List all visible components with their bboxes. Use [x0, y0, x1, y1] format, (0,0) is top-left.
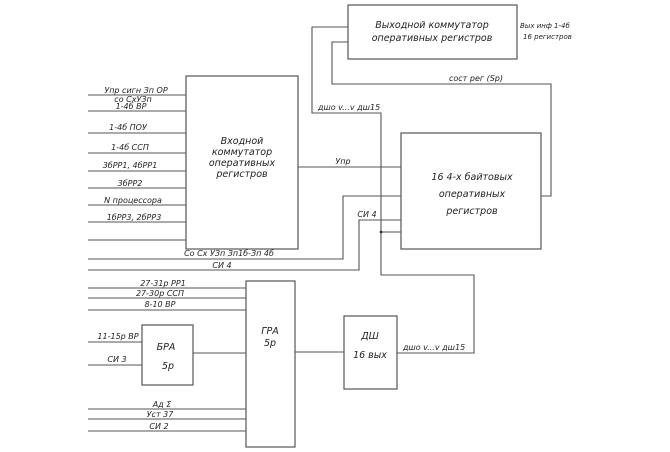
- output-commutator-block: Выходной коммутатор оперативных регистро…: [347, 4, 572, 60]
- input-commutator-title-1: Входной: [221, 136, 264, 147]
- gra-bottom-input-label: Ад Σ: [152, 400, 173, 409]
- dsh-title: ДШ: [360, 331, 379, 342]
- gra-width: 5р: [264, 338, 276, 349]
- co-sx-label: Со Сх УЗп Зп1б-Зп 4б: [184, 249, 274, 258]
- dsh-box: [343, 315, 398, 390]
- dsh-bus-top-label: дшо v...v дш15: [317, 103, 380, 112]
- gra-bottom-input-label: Уст 37: [147, 410, 175, 419]
- dsh-outputs: 16 вых: [353, 350, 387, 361]
- si4-bottom-label: СИ 4: [212, 261, 231, 270]
- input-commutator-title-3: оперативных: [209, 158, 276, 169]
- bra-title: БРА: [157, 342, 176, 353]
- signal-label: 1бРР3, 2бРР3: [107, 213, 162, 222]
- registers-title-3: регистров: [445, 206, 498, 217]
- output-commutator-title-2: оперативных регистров: [372, 33, 493, 44]
- gra-input-label: 27-30р ССП: [136, 289, 184, 298]
- output-registers-note: 16 регистров: [523, 33, 572, 41]
- junction-dot: [379, 230, 383, 234]
- signal-label: 1-4б ССП: [111, 143, 149, 152]
- output-commutator-title-1: Выходной коммутатор: [375, 20, 488, 31]
- bra-input-label: СИ 3: [107, 355, 126, 364]
- registers-box: [400, 132, 542, 250]
- input-commutator-title-2: коммутатор: [212, 147, 272, 158]
- gra-block: ГРА 5р: [245, 280, 296, 448]
- si4-right-label: СИ 4: [357, 210, 376, 219]
- co-sx-wire: [88, 195, 401, 260]
- sost-reg-wire: [331, 41, 552, 197]
- signal-label: 3бРР2: [118, 179, 143, 188]
- signal-label: N процессора: [104, 196, 162, 205]
- signal-label: со СхУЗп: [114, 95, 151, 104]
- registers-block: 16 4-х байтовых оперативных регистров: [400, 132, 542, 250]
- registers-title-2: оперативных: [439, 189, 506, 200]
- signal-label: Упр сигн Зп ОР: [104, 86, 168, 95]
- signal-label: 1-4б ПОУ: [109, 123, 148, 132]
- upr-label: Упр: [335, 157, 350, 166]
- gra-input-label: 27-31р РР1: [140, 279, 186, 288]
- dsh-bus-wire: [311, 26, 475, 354]
- registers-title-1: 16 4-х байтовых: [431, 172, 513, 183]
- signal-label: 3бРР1, 4бРР1: [103, 161, 158, 170]
- bra-box: [141, 324, 194, 386]
- bra-input-lines: 11-15р ВР СИ 3: [88, 332, 142, 366]
- bra-block: БРА 5р: [141, 324, 194, 386]
- signal-label: 1-4б ВР: [116, 102, 147, 111]
- gra-bottom-input-label: СИ 2: [149, 422, 168, 431]
- dsh-bus-bottom-label: дшо v...v дш15: [402, 343, 465, 352]
- gra-box: [245, 280, 296, 448]
- gra-input-lines: 27-31р РР1 27-30р ССП 8-10 ВР: [88, 279, 246, 311]
- input-commutator-box: [185, 75, 299, 250]
- input-commutator-block: Входной коммутатор оперативных регистров: [185, 75, 299, 250]
- output-info-note: Вых инф 1-4б: [520, 22, 570, 30]
- input-commutator-title-4: регистров: [215, 169, 268, 180]
- sost-reg-label: сост рег (Sр): [449, 74, 503, 83]
- gra-input-label: 8-10 ВР: [144, 300, 175, 309]
- input-signal-labels: Упр сигн Зп ОР со СхУЗп 1-4б ВР 1-4б ПОУ…: [103, 86, 168, 222]
- input-signal-lines: [88, 94, 186, 241]
- bra-input-label: 11-15р ВР: [97, 332, 138, 341]
- output-commutator-box: [347, 4, 518, 60]
- bra-width: 5р: [162, 361, 174, 372]
- gra-title: ГРА: [261, 326, 279, 337]
- dsh-block: ДШ 16 вых: [343, 315, 398, 390]
- gra-bottom-input-lines: Ад Σ Уст 37 СИ 2: [88, 400, 246, 432]
- si4-wire: [88, 219, 401, 271]
